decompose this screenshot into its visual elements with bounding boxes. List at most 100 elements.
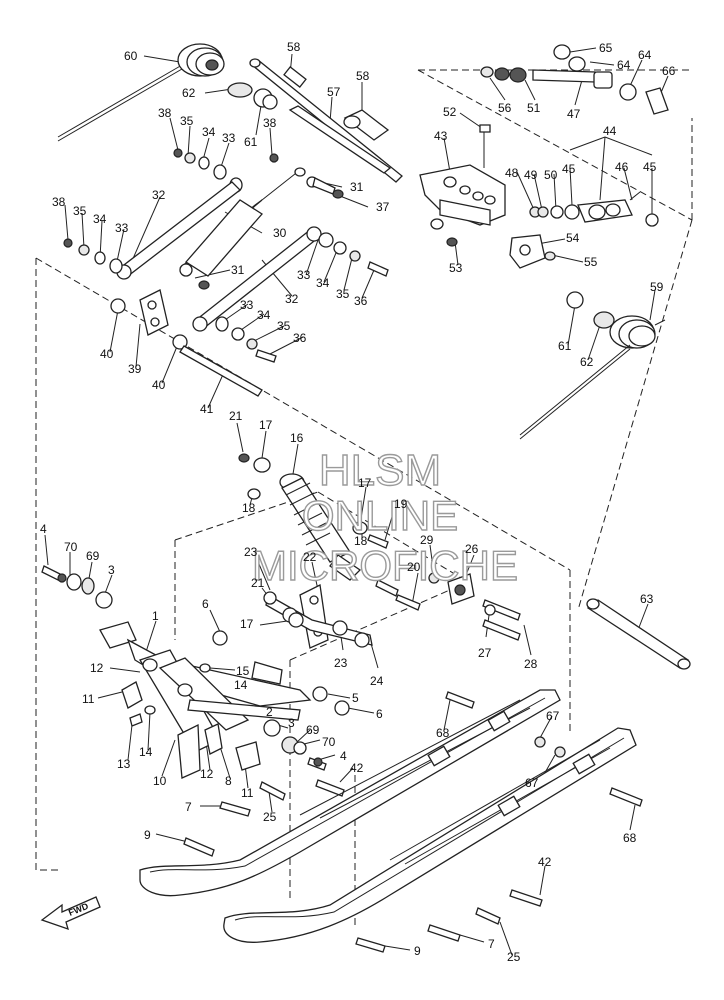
nut-21: [238, 453, 250, 463]
callout-4: 4: [40, 522, 47, 536]
bracket-39: [110, 289, 188, 350]
callout-40: 40: [152, 378, 166, 392]
callout-17: 17: [240, 617, 254, 631]
callout-55: 55: [584, 255, 598, 269]
callout-66: 66: [662, 64, 676, 78]
callout-45: 45: [643, 160, 657, 174]
callout-7: 7: [185, 800, 192, 814]
bolt-13: [129, 713, 143, 727]
callout-4: 4: [340, 749, 347, 763]
collar-6: [334, 700, 350, 716]
callout-2: 2: [266, 705, 273, 719]
callout-16: 16: [290, 431, 304, 445]
callout-61: 61: [244, 135, 258, 149]
callout-34: 34: [316, 276, 330, 290]
callout-51: 51: [527, 101, 541, 115]
upper-parts: [57, 43, 669, 440]
callout-59: 59: [650, 280, 664, 294]
callout-64: 64: [617, 58, 631, 72]
callout-10: 10: [153, 774, 167, 788]
forward-arrow-icon: FWD: [40, 896, 101, 931]
bushing-18: [247, 488, 261, 500]
callout-58: 58: [356, 69, 370, 83]
bolt-7-left: [219, 801, 251, 817]
collar-17c: [288, 612, 304, 628]
callout-33: 33: [240, 298, 254, 312]
slide-rail-lower: [223, 727, 637, 943]
bracket-22: [263, 584, 373, 649]
callout-11: 11: [82, 692, 95, 706]
callout-36: 36: [293, 331, 307, 345]
callout-42: 42: [538, 855, 552, 869]
torsion-spring-right: [519, 291, 666, 440]
callout-33: 33: [222, 131, 236, 145]
callout-20: 20: [407, 560, 421, 574]
pivot-hardware-right: [198, 232, 389, 290]
callout-17: 17: [358, 476, 372, 490]
callout-3: 3: [108, 563, 115, 577]
callout-25: 25: [507, 950, 521, 964]
bushing-11-left: [121, 681, 143, 709]
bolt-42-mid: [315, 779, 345, 797]
shaft-2: [187, 699, 301, 721]
callout-14: 14: [139, 745, 153, 759]
hardware-right-mid: [263, 719, 327, 771]
callout-53: 53: [449, 261, 463, 275]
washer-14: [144, 705, 156, 715]
washer-62-top: [227, 82, 253, 98]
callout-56: 56: [498, 101, 512, 115]
callout-13: 13: [117, 757, 131, 771]
part-44-group: [529, 191, 659, 227]
watermark-line-3: MICROFICHE: [252, 542, 518, 589]
callout-52: 52: [443, 105, 457, 119]
callout-21: 21: [229, 409, 243, 423]
callout-12: 12: [200, 767, 214, 781]
callout-69: 69: [306, 723, 320, 737]
pivot-hardware-lower: [215, 316, 277, 363]
callout-34: 34: [93, 212, 107, 226]
shaft-63: [586, 599, 690, 669]
callout-63: 63: [640, 592, 654, 606]
collar-17b: [352, 521, 368, 535]
callout-35: 35: [277, 319, 291, 333]
callout-21: 21: [251, 576, 265, 590]
callout-23: 23: [334, 656, 348, 670]
callout-69: 69: [86, 549, 100, 563]
callout-25: 25: [263, 810, 277, 824]
callout-62: 62: [182, 86, 196, 100]
callouts: 60 58 58 65 64 64 66 62 57 56 51 47 38 3…: [40, 40, 676, 964]
callout-65: 65: [599, 41, 613, 55]
slide-rail-upper: [139, 689, 561, 897]
callout-35: 35: [336, 287, 350, 301]
callout-67: 67: [525, 776, 539, 790]
callout-19: 19: [394, 497, 408, 511]
rod-57: [288, 105, 392, 174]
callout-48: 48: [505, 166, 519, 180]
rear-shock-16: [279, 473, 362, 581]
callout-23: 23: [244, 545, 258, 559]
callout-11: 11: [241, 786, 254, 800]
callout-31: 31: [350, 180, 364, 194]
callout-3: 3: [288, 716, 295, 730]
collar-17: [253, 457, 271, 473]
callout-57: 57: [327, 85, 341, 99]
callout-30: 30: [273, 226, 287, 240]
bolt-68-bottom: [609, 787, 643, 807]
callout-17: 17: [259, 418, 273, 432]
callout-46: 46: [615, 160, 629, 174]
callout-31: 31: [231, 263, 245, 277]
spacer-12: [204, 723, 223, 755]
callout-47: 47: [567, 107, 581, 121]
bushing-11-right: [235, 741, 261, 771]
watermark-line-1: HLSM: [319, 446, 441, 495]
callout-45: 45: [562, 162, 576, 176]
callout-6: 6: [202, 597, 209, 611]
bolt-37: [306, 176, 344, 199]
callout-54: 54: [566, 231, 580, 245]
callout-6: 6: [376, 707, 383, 721]
watermark-line-2: ONLINE: [302, 492, 458, 539]
washer-67-top: [534, 736, 546, 748]
pivot-hardware-top: [173, 148, 279, 193]
shaft-41: [179, 345, 263, 397]
